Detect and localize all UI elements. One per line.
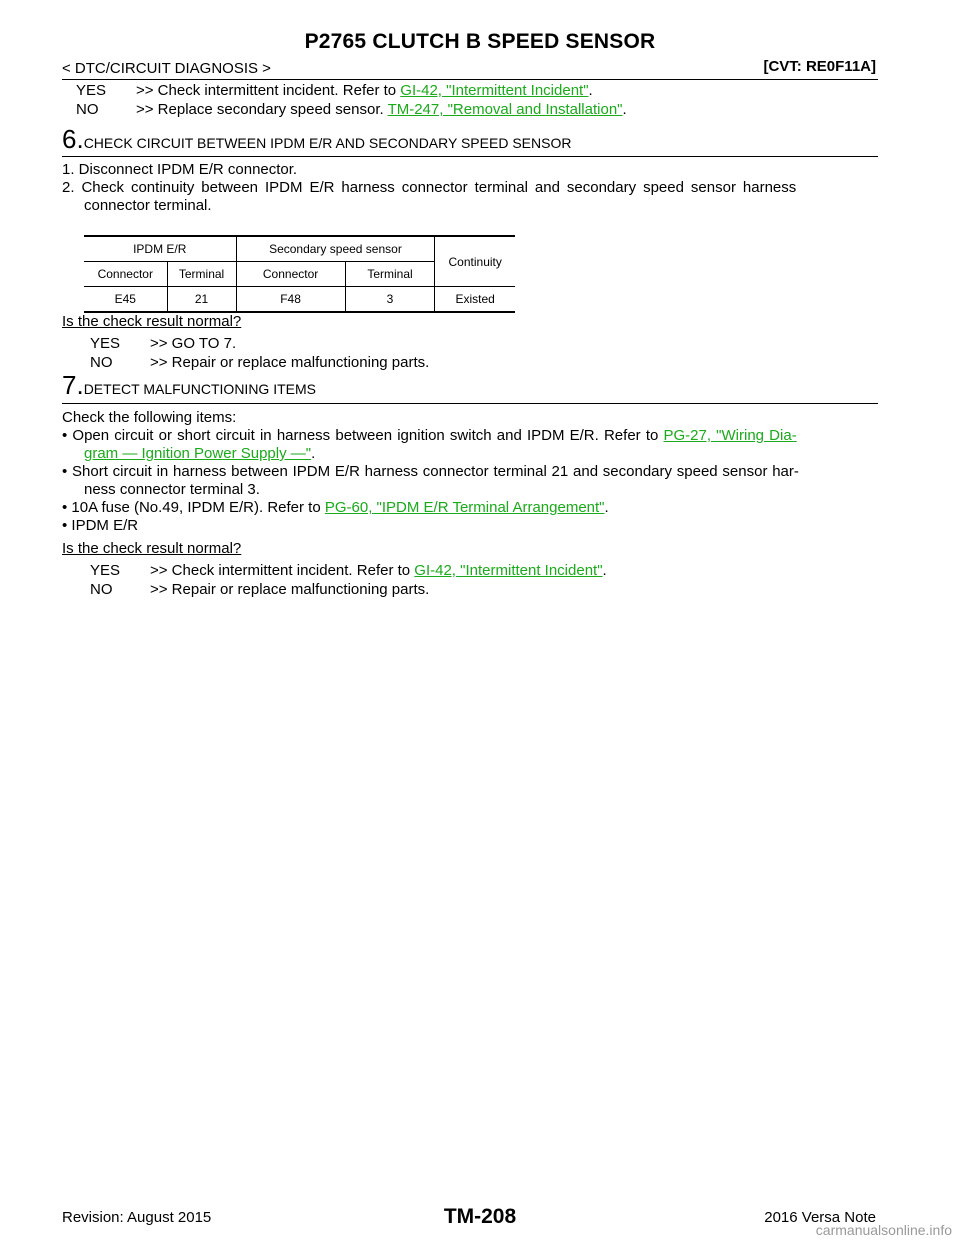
continuity-table: IPDM E/R Secondary speed sensor Continui… <box>84 235 515 313</box>
table-cell: F48 <box>235 286 346 313</box>
page-title: P2765 CLUTCH B SPEED SENSOR <box>304 30 656 53</box>
result-text-no: >> Replace secondary speed sensor. TM-24… <box>136 101 627 118</box>
header-rule <box>62 79 878 80</box>
step7-result-key-yes: YES <box>90 562 121 579</box>
result-key-no: NO <box>76 101 99 118</box>
footer-model: 2016 Versa Note <box>764 1209 876 1226</box>
result-text-yes: >> Check intermittent incident. Refer to… <box>136 82 593 99</box>
step6-result-key-yes: YES <box>90 335 121 352</box>
step6-question: Is the check result normal? <box>62 313 242 330</box>
step7-bullet-2: • Short circuit in harness between IPDM … <box>62 463 799 480</box>
watermark: carmanualsonline.info <box>815 1222 952 1238</box>
link-pg-27[interactable]: PG-27, "Wiring Dia- <box>663 427 797 444</box>
step6-rule <box>62 156 878 157</box>
step7-result-text-no: >> Repair or replace malfunctioning part… <box>150 581 430 598</box>
step7-heading: 7.DETECT MALFUNCTIONING ITEMS <box>62 370 316 400</box>
step7-bullet-1-cont: gram — Ignition Power Supply —". <box>84 445 316 462</box>
link-tm-247[interactable]: TM-247, "Removal and Installation" <box>387 101 623 118</box>
step7-intro: Check the following items: <box>62 409 237 426</box>
step7-result-text-yes: >> Check intermittent incident. Refer to… <box>150 562 607 579</box>
step6-result-key-no: NO <box>90 354 113 371</box>
step6-item-2: 2. Check continuity between IPDM E/R har… <box>62 179 797 196</box>
section-label: < DTC/CIRCUIT DIAGNOSIS > <box>62 60 271 77</box>
link-gi-42-2[interactable]: GI-42, "Intermittent Incident" <box>414 562 603 579</box>
link-pg-27-cont[interactable]: gram — Ignition Power Supply —" <box>84 445 312 462</box>
table-group-ipdm: IPDM E/R <box>84 235 236 262</box>
step6-heading: 6.CHECK CIRCUIT BETWEEN IPDM E/R AND SEC… <box>62 124 572 154</box>
table-cell: 21 <box>166 286 236 313</box>
link-pg-60[interactable]: PG-60, "IPDM E/R Terminal Arrangement" <box>324 499 605 516</box>
step6-result-text-no: >> Repair or replace malfunctioning part… <box>150 354 430 371</box>
table-cell: Existed <box>434 286 515 313</box>
table-header-connector-1: Connector <box>84 261 168 287</box>
table-continuity-header: Continuity <box>434 235 515 287</box>
table-header-terminal-2: Terminal <box>344 261 435 287</box>
link-gi-42[interactable]: GI-42, "Intermittent Incident" <box>400 82 589 99</box>
table-cell: 3 <box>344 286 435 313</box>
table-header-connector-2: Connector <box>235 261 346 287</box>
step7-bullet-1: • Open circuit or short circuit in harne… <box>62 427 797 444</box>
step7-result-key-no: NO <box>90 581 113 598</box>
footer-page-number: TM-208 <box>443 1205 517 1228</box>
table-header-terminal-1: Terminal <box>166 261 236 287</box>
step7-question: Is the check result normal? <box>62 540 242 557</box>
step6-item-2-cont: connector terminal. <box>84 197 212 214</box>
model-label: [CVT: RE0F11A] <box>763 58 876 75</box>
result-key-yes: YES <box>76 82 107 99</box>
step6-result-text-yes: >> GO TO 7. <box>150 335 237 352</box>
footer-revision: Revision: August 2015 <box>62 1209 212 1226</box>
table-cell: E45 <box>84 286 168 313</box>
step7-bullet-3: • 10A fuse (No.49, IPDM E/R). Refer to P… <box>62 499 609 516</box>
step7-bullet-4: • IPDM E/R <box>62 517 139 534</box>
table-group-sensor: Secondary speed sensor <box>235 235 435 262</box>
step6-item-1: 1. Disconnect IPDM E/R connector. <box>62 161 298 178</box>
step7-bullet-2-cont: ness connector terminal 3. <box>84 481 260 498</box>
step7-rule <box>62 403 878 404</box>
